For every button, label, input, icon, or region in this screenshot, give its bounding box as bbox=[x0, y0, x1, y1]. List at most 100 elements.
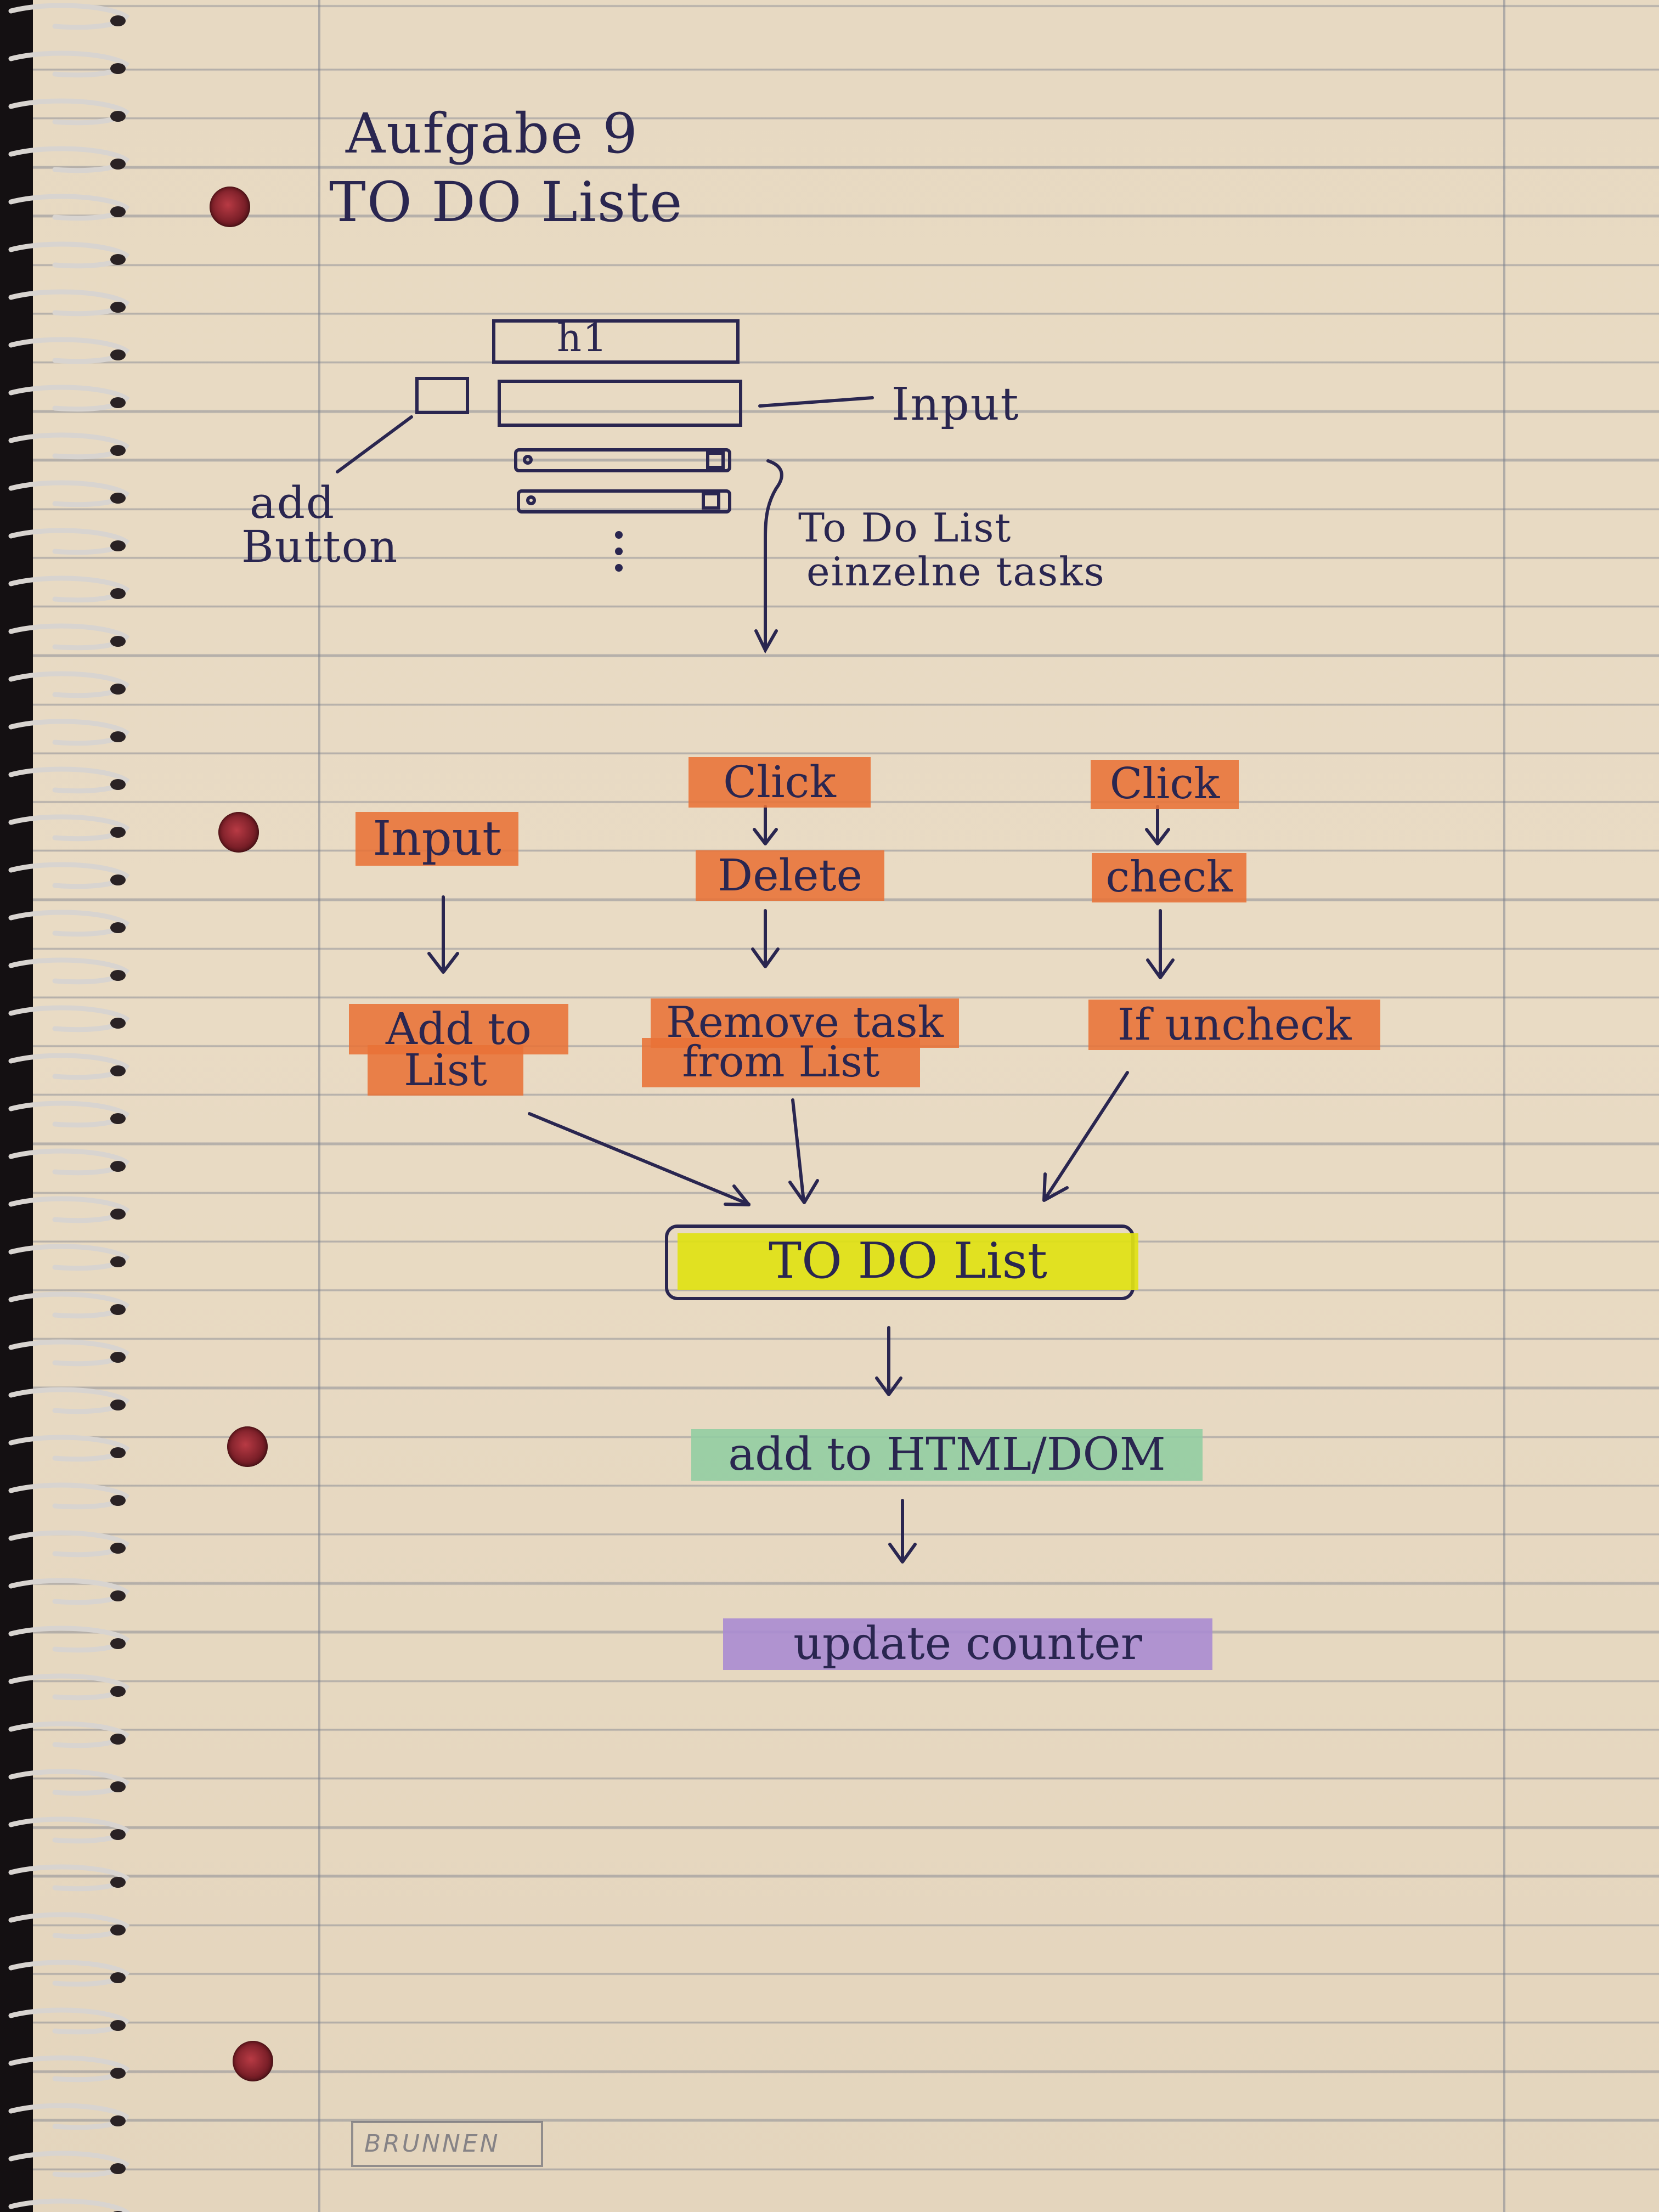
brace-arrowhead bbox=[754, 629, 778, 654]
remove-task-2: from List bbox=[642, 1038, 920, 1087]
if-uncheck: If uncheck bbox=[1088, 1000, 1380, 1050]
punch-hole bbox=[218, 812, 259, 853]
spiral-loop bbox=[8, 194, 130, 221]
spiral-loop bbox=[8, 1816, 130, 1844]
spiral-loop bbox=[8, 957, 130, 985]
spiral-loop bbox=[8, 1769, 130, 1796]
spiral-hole bbox=[110, 1925, 126, 1936]
todo-list-center: TO DO List bbox=[678, 1233, 1138, 1290]
spiral-hole bbox=[110, 731, 126, 742]
spiral-hole bbox=[110, 254, 126, 265]
brand-logo: BRUNNEN bbox=[351, 2121, 543, 2167]
spiral-hole bbox=[110, 2068, 126, 2079]
spiral-loop bbox=[8, 1435, 130, 1462]
spiral-loop bbox=[8, 289, 130, 317]
right-margin-line bbox=[1503, 0, 1505, 2212]
spiral-loop bbox=[8, 385, 130, 412]
check-action: check bbox=[1092, 853, 1246, 902]
spiral-hole bbox=[110, 397, 126, 408]
spiral-hole bbox=[110, 1972, 126, 1983]
spiral-hole bbox=[110, 588, 126, 599]
task-brace bbox=[764, 459, 783, 649]
title-line-2: TO DO Liste bbox=[329, 170, 684, 234]
left-margin-line bbox=[318, 0, 320, 2212]
spiral-loop bbox=[8, 1482, 130, 1510]
spiral-loop bbox=[8, 1148, 130, 1176]
spiral-hole bbox=[110, 540, 126, 551]
spiral-hole bbox=[110, 445, 126, 456]
spiral-hole bbox=[110, 1686, 126, 1697]
spiral-hole bbox=[110, 874, 126, 885]
task-row bbox=[517, 489, 731, 514]
spiral-hole bbox=[110, 15, 126, 26]
spiral-hole bbox=[110, 1447, 126, 1458]
add-button-label-2: Button bbox=[241, 521, 399, 572]
add-button-pointer-line bbox=[336, 415, 413, 473]
spiral-loop bbox=[8, 766, 130, 794]
spiral-loop bbox=[8, 1101, 130, 1128]
spiral-hole bbox=[110, 1400, 126, 1410]
spiral-loop bbox=[8, 1005, 130, 1032]
spiral-loop bbox=[8, 2007, 130, 2035]
input-label: Input bbox=[891, 379, 1020, 431]
spiral-loop bbox=[8, 480, 130, 507]
input-box bbox=[498, 380, 742, 427]
spiral-hole bbox=[110, 636, 126, 647]
spiral-hole bbox=[110, 970, 126, 981]
spiral-hole bbox=[110, 2115, 126, 2126]
spiral-hole bbox=[110, 1495, 126, 1506]
spiral-loop bbox=[8, 1912, 130, 1939]
spiral-loop bbox=[8, 146, 130, 173]
spiral-hole bbox=[110, 684, 126, 695]
spiral-loop bbox=[8, 575, 130, 603]
spiral-loop bbox=[8, 432, 130, 460]
spiral-loop bbox=[8, 1339, 130, 1367]
h1-box bbox=[492, 319, 740, 364]
punch-hole bbox=[210, 187, 250, 227]
spiral-hole bbox=[110, 302, 126, 313]
spiral-hole bbox=[110, 63, 126, 74]
spiral-loop bbox=[8, 2103, 130, 2130]
click-trigger-col3: Click bbox=[1091, 760, 1239, 809]
spiral-hole bbox=[110, 1829, 126, 1840]
spiral-hole bbox=[110, 1113, 126, 1124]
spiral-hole bbox=[110, 1543, 126, 1554]
spiral-hole bbox=[110, 111, 126, 122]
spiral-hole bbox=[110, 349, 126, 360]
spiral-loop bbox=[8, 2198, 130, 2212]
spiral-loop bbox=[8, 337, 130, 364]
click-trigger-col2: Click bbox=[689, 757, 871, 808]
spiral-loop bbox=[8, 1291, 130, 1319]
spiral-hole bbox=[110, 1209, 126, 1220]
spiral-loop bbox=[8, 1864, 130, 1892]
spiral-loop bbox=[8, 1053, 130, 1080]
delete-action: Delete bbox=[696, 850, 884, 901]
list-label-2: einzelne tasks bbox=[806, 549, 1105, 595]
spiral-loop bbox=[8, 719, 130, 746]
spiral-hole bbox=[110, 827, 126, 838]
punch-hole bbox=[233, 2041, 273, 2081]
task-row bbox=[514, 448, 731, 472]
spiral-loop bbox=[8, 1578, 130, 1605]
spiral-loop bbox=[8, 1673, 130, 1701]
spiral-loop bbox=[8, 528, 130, 555]
spiral-hole bbox=[110, 1590, 126, 1601]
spiral-hole bbox=[110, 1304, 126, 1315]
spiral-hole bbox=[110, 1352, 126, 1363]
spiral-hole bbox=[110, 779, 126, 790]
spiral-loop bbox=[8, 1244, 130, 1271]
spiral-hole bbox=[110, 1065, 126, 1076]
spiral-binding bbox=[0, 0, 130, 2212]
spiral-loop bbox=[8, 2151, 130, 2178]
spiral-hole bbox=[110, 1877, 126, 1888]
input-trigger: Input bbox=[356, 812, 518, 866]
spiral-loop bbox=[8, 1626, 130, 1653]
spiral-hole bbox=[110, 1018, 126, 1029]
spiral-loop bbox=[8, 862, 130, 889]
h1-label: h1 bbox=[557, 315, 608, 360]
update-counter: update counter bbox=[723, 1618, 1212, 1671]
spiral-loop bbox=[8, 3, 130, 30]
add-to-html-dom: add to HTML/DOM bbox=[691, 1429, 1203, 1481]
